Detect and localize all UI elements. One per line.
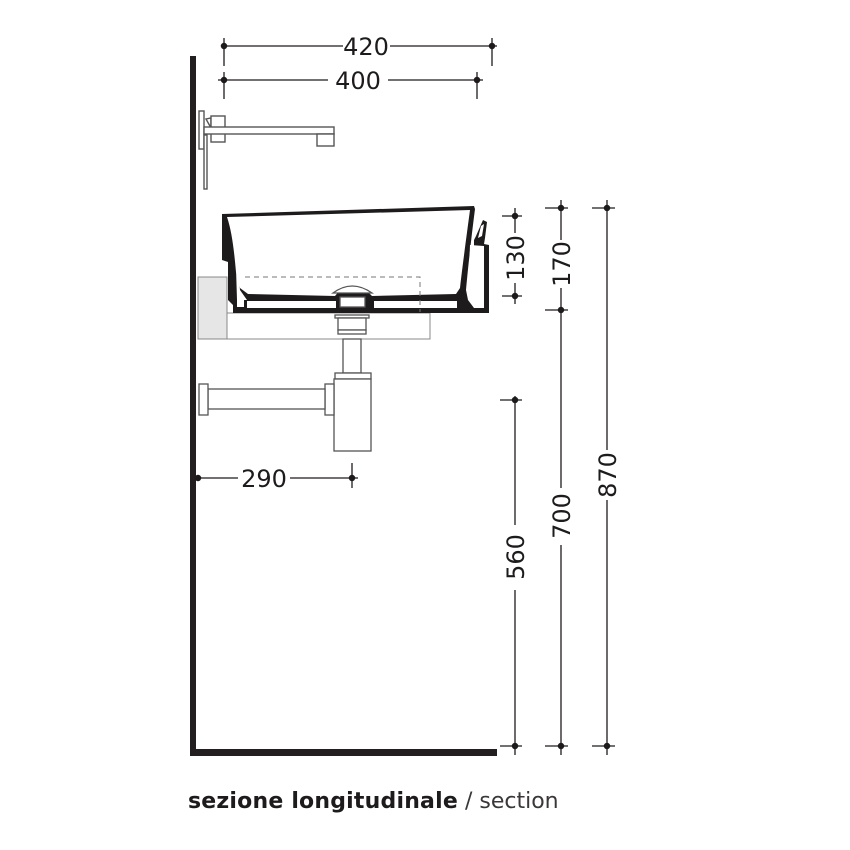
dimension-labels: 420 400 290 130 170 560 700 870 — [241, 33, 622, 580]
drain-neck — [339, 296, 366, 308]
basin-hidden-line — [245, 276, 421, 312]
faucet-trim-rod — [203, 134, 208, 190]
trap-pipe — [342, 338, 362, 374]
basin-foot-inner-left — [237, 300, 244, 307]
dim-label-400: 400 — [335, 67, 381, 95]
drain-cap — [331, 285, 375, 294]
drawing-caption: sezione longitudinale / section — [188, 789, 559, 814]
basin-foot-right — [374, 301, 457, 308]
dim-label-870: 870 — [594, 452, 622, 498]
dim-label-560: 560 — [502, 534, 530, 580]
trap-outlet-nut — [324, 383, 335, 416]
trap-bottle — [333, 378, 372, 452]
faucet-wall-plate — [198, 110, 205, 150]
trap-wall-flange — [198, 383, 209, 416]
drain-and-trap — [198, 285, 375, 452]
dim-label-170: 170 — [548, 241, 576, 287]
caption-separator: / — [457, 789, 480, 814]
dimension-lines — [194, 38, 615, 755]
faucet — [198, 110, 335, 190]
drain-body — [337, 317, 367, 331]
faucet-outlet — [316, 133, 335, 147]
trap-horizontal-pipe — [207, 388, 326, 410]
dim-label-700: 700 — [548, 493, 576, 539]
basin-bowl — [227, 210, 470, 296]
dim-label-290: 290 — [241, 465, 287, 493]
dim-label-130: 130 — [502, 235, 530, 281]
basin-left-groove — [236, 268, 247, 300]
wall — [190, 56, 196, 756]
drain-ring — [337, 329, 367, 335]
faucet-spout — [203, 126, 335, 135]
caption-primary: sezione longitudinale — [188, 789, 458, 814]
dim-label-420: 420 — [343, 33, 389, 61]
floor — [190, 749, 497, 756]
wall-and-floor — [190, 56, 497, 756]
caption-secondary: section — [479, 789, 559, 814]
countertop-slab — [226, 312, 431, 340]
basin-overflow-fin — [478, 224, 484, 238]
basin — [222, 206, 489, 313]
trap-collar — [334, 372, 372, 380]
basin-right-groove — [468, 245, 484, 308]
countertop — [197, 276, 431, 340]
countertop-wall-block — [197, 276, 228, 340]
basin-foot-left — [247, 301, 336, 308]
